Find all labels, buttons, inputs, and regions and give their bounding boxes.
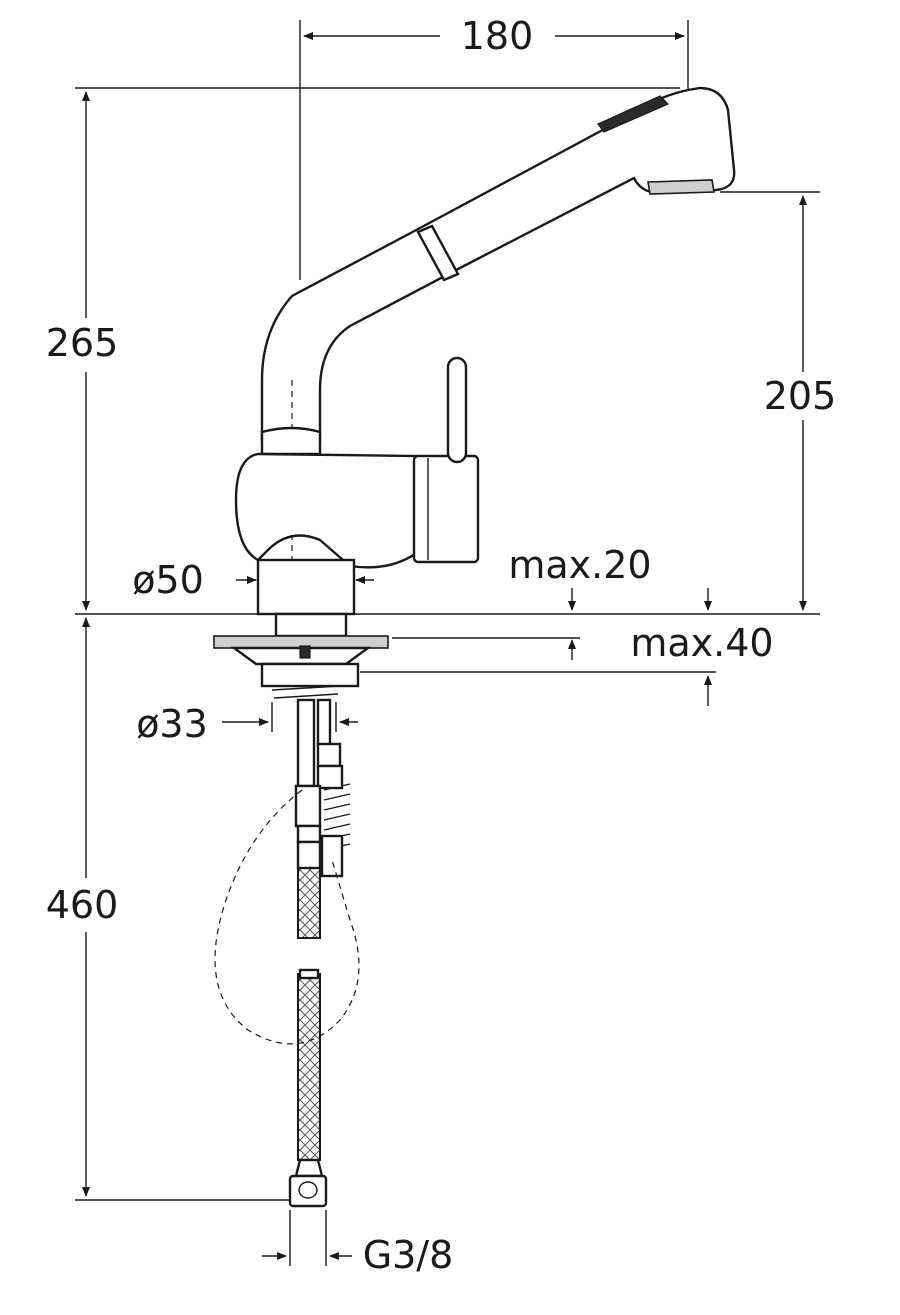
dimension-diameter-33: ø33 (136, 702, 358, 746)
dimension-label-460: 460 (46, 883, 119, 927)
dimension-label-180: 180 (461, 14, 534, 58)
dimension-label-g38: G3/8 (363, 1233, 454, 1277)
dimension-180: 180 (299, 14, 689, 280)
dimension-g38: G3/8 (262, 1210, 453, 1277)
dimension-max-20: max.20 (392, 543, 652, 660)
spray-hose-loop (214, 789, 360, 1045)
union-nut-g38 (288, 1174, 328, 1208)
hose-ferrule-upper (296, 824, 322, 844)
dimension-label-265: 265 (46, 321, 119, 365)
cartridge-housing (412, 454, 480, 564)
spout-coupling-ring (416, 224, 460, 282)
hose-connector-upper (294, 784, 322, 828)
hose-crimp-upper (296, 840, 322, 870)
lever-handle (446, 356, 468, 464)
supply-tube (296, 698, 316, 788)
mixer-body (234, 356, 480, 616)
dimension-205: 205 (720, 191, 837, 611)
pull-out-spout (260, 86, 736, 660)
dimension-label-diameter-33: ø33 (136, 702, 208, 746)
base-ring (256, 558, 356, 616)
spray-button (597, 95, 670, 133)
hose-crimp-lower (294, 1158, 324, 1178)
check-valve (316, 764, 344, 790)
braided-hose-lower (297, 973, 321, 1161)
spout-collar (260, 426, 322, 456)
dimension-460: 460 (46, 617, 290, 1201)
body-housing (234, 452, 420, 569)
spray-nozzle (647, 179, 715, 195)
supply-lines (214, 698, 360, 1208)
dimension-265: 265 (46, 87, 680, 611)
dimension-label-max-40: max.40 (630, 621, 773, 665)
spout-body (260, 86, 736, 442)
dimension-max-40: max.40 (360, 588, 774, 706)
dimension-label-max-20: max.20 (508, 543, 651, 587)
fixing-screw (299, 645, 311, 659)
mounting-stud-top (274, 612, 348, 638)
mounting-hardware (213, 612, 389, 699)
stud-rod (316, 698, 332, 748)
spray-hose-connector (320, 834, 344, 878)
dimension-label-205: 205 (764, 374, 837, 418)
dimension-label-diameter-50: ø50 (132, 558, 204, 602)
fixing-nut (260, 662, 360, 688)
spring-coil (271, 685, 341, 699)
hose-cap-lower (298, 968, 320, 980)
braided-hose-upper (297, 867, 321, 939)
union-nut-bore (298, 1181, 318, 1199)
dimension-diameter-50: ø50 (132, 558, 374, 602)
stud-nut (316, 742, 342, 768)
